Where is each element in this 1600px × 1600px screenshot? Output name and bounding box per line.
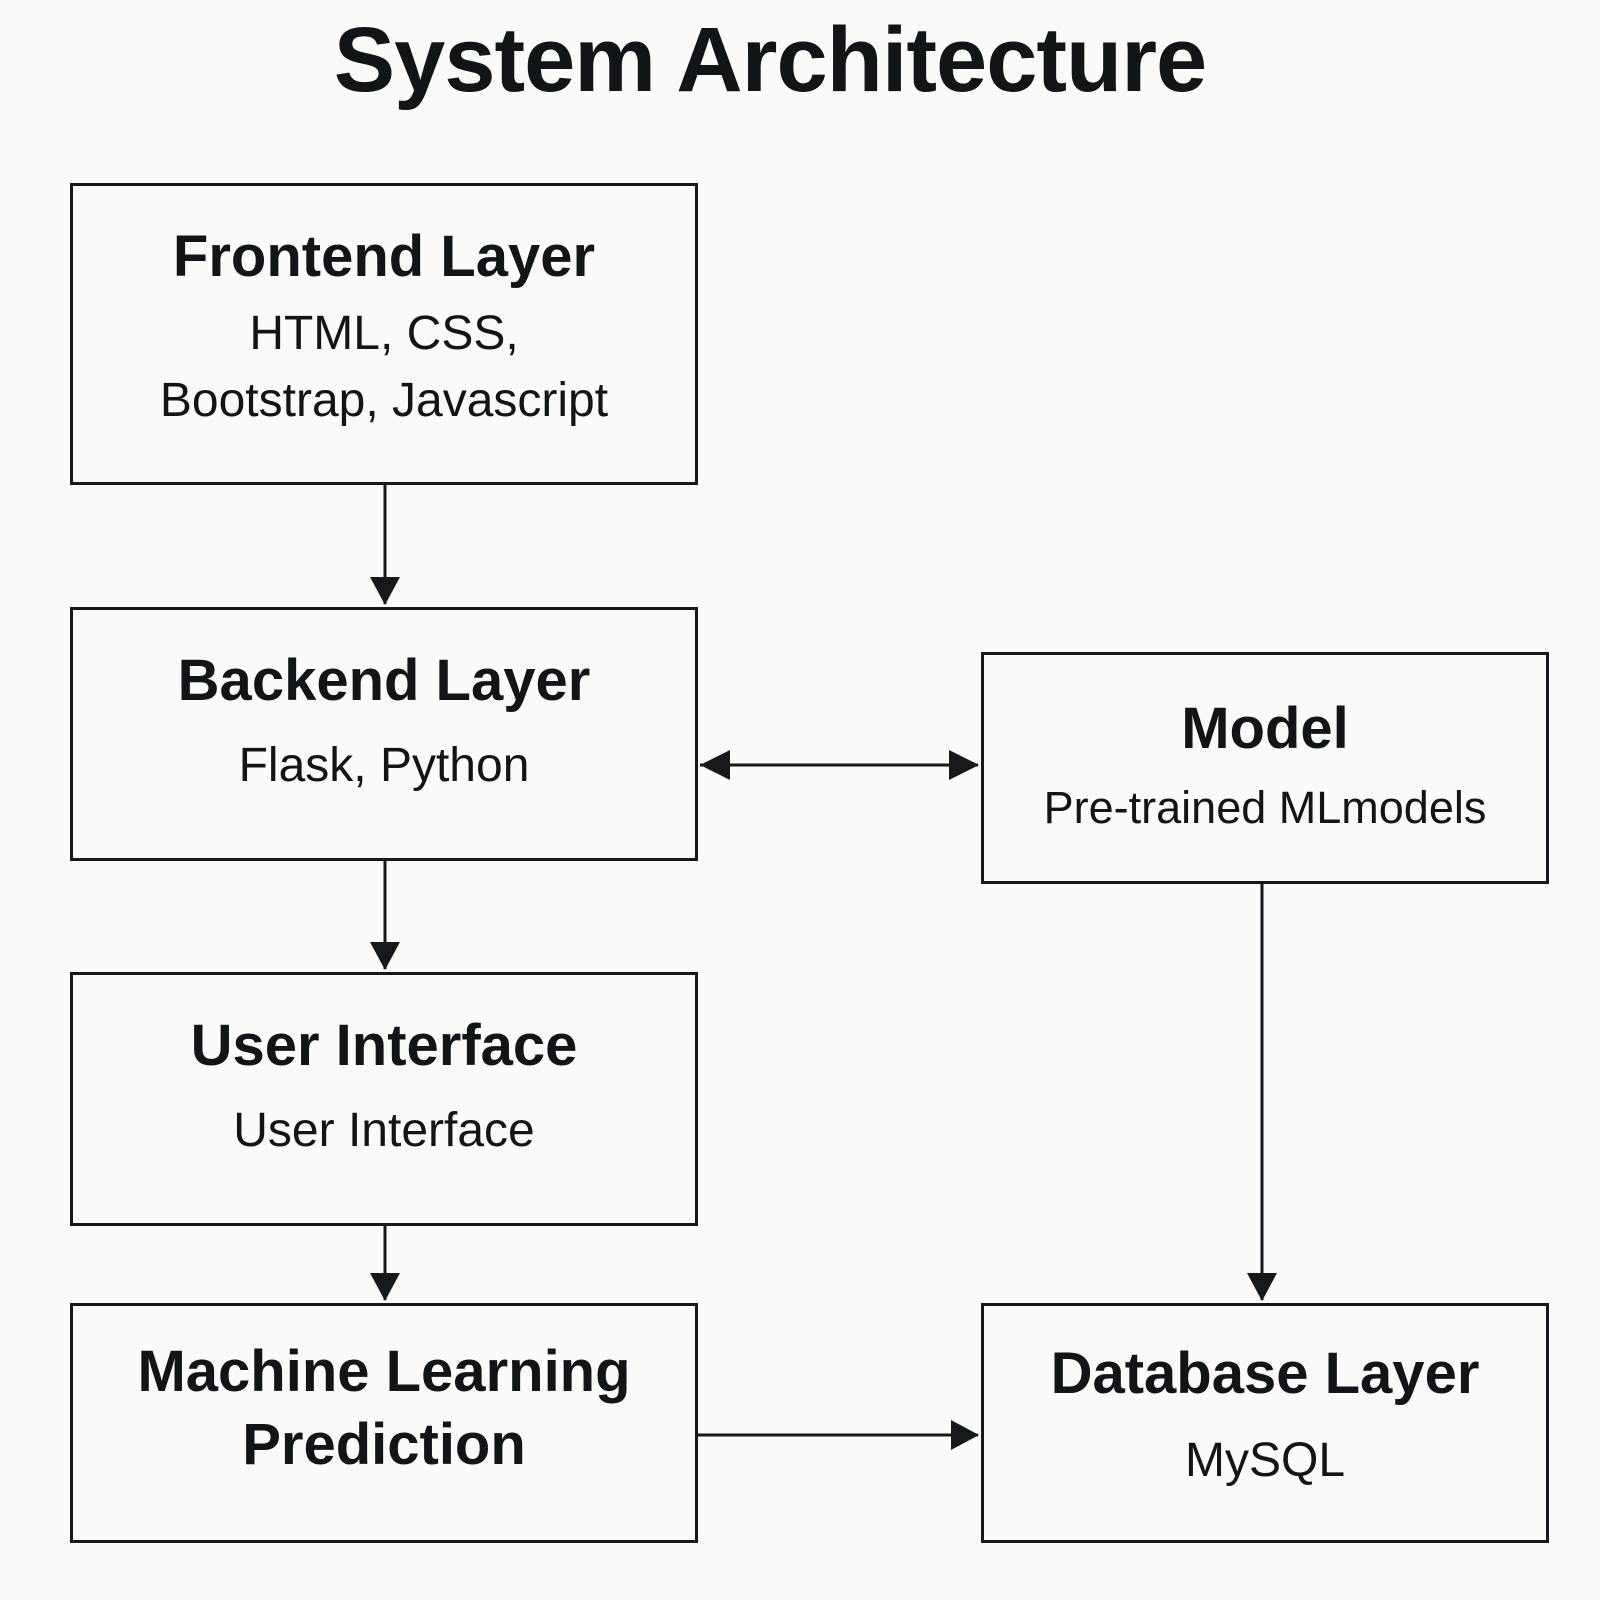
node-title: Prediction	[242, 1411, 526, 1477]
node-subtitle: Flask, Python	[238, 738, 530, 792]
backend-layer-node: Backend Layer Flask, Python	[70, 607, 698, 861]
arrowhead-icon	[370, 1273, 400, 1301]
edge-frontend-to-backend	[370, 485, 400, 605]
node-subtitle: Bootstrap, Javascript	[159, 373, 609, 427]
arrowhead-icon	[370, 577, 400, 605]
model-node: Model Pre-trained MLmodels	[981, 652, 1549, 884]
arrowhead-icon	[951, 1420, 979, 1450]
node-subtitle: HTML, CSS,	[249, 306, 519, 360]
arrowhead-icon	[370, 942, 400, 970]
node-subtitle: MySQL	[1184, 1433, 1346, 1487]
arrowhead-icon	[949, 750, 979, 780]
edge-ui-to-ml	[370, 1226, 400, 1301]
user-interface-node: User Interface User Interface	[70, 972, 698, 1226]
ml-prediction-node: Machine Learning Prediction	[70, 1303, 698, 1543]
edge-backend-model-bidirectional	[700, 750, 979, 780]
edge-model-to-database	[1247, 884, 1277, 1301]
edge-backend-to-ui	[370, 861, 400, 970]
node-title: Model	[1181, 696, 1349, 761]
node-subtitle: Pre-trained MLmodels	[1043, 781, 1487, 833]
database-layer-node: Database Layer MySQL	[981, 1303, 1549, 1543]
arrowhead-icon	[1247, 1273, 1277, 1301]
node-title: Frontend Layer	[172, 224, 596, 289]
diagram-title: System Architecture	[333, 9, 1207, 111]
node-title: Machine Learning	[137, 1339, 631, 1404]
node-subtitle: User Interface	[233, 1103, 535, 1157]
node-title: User Interface	[190, 1013, 578, 1078]
frontend-layer-node: Frontend Layer HTML, CSS, Bootstrap, Jav…	[70, 183, 698, 485]
arrowhead-icon	[700, 750, 730, 780]
node-title: Backend Layer	[177, 648, 591, 713]
edge-ml-to-database	[698, 1420, 979, 1450]
node-title: Database Layer	[1050, 1341, 1480, 1406]
